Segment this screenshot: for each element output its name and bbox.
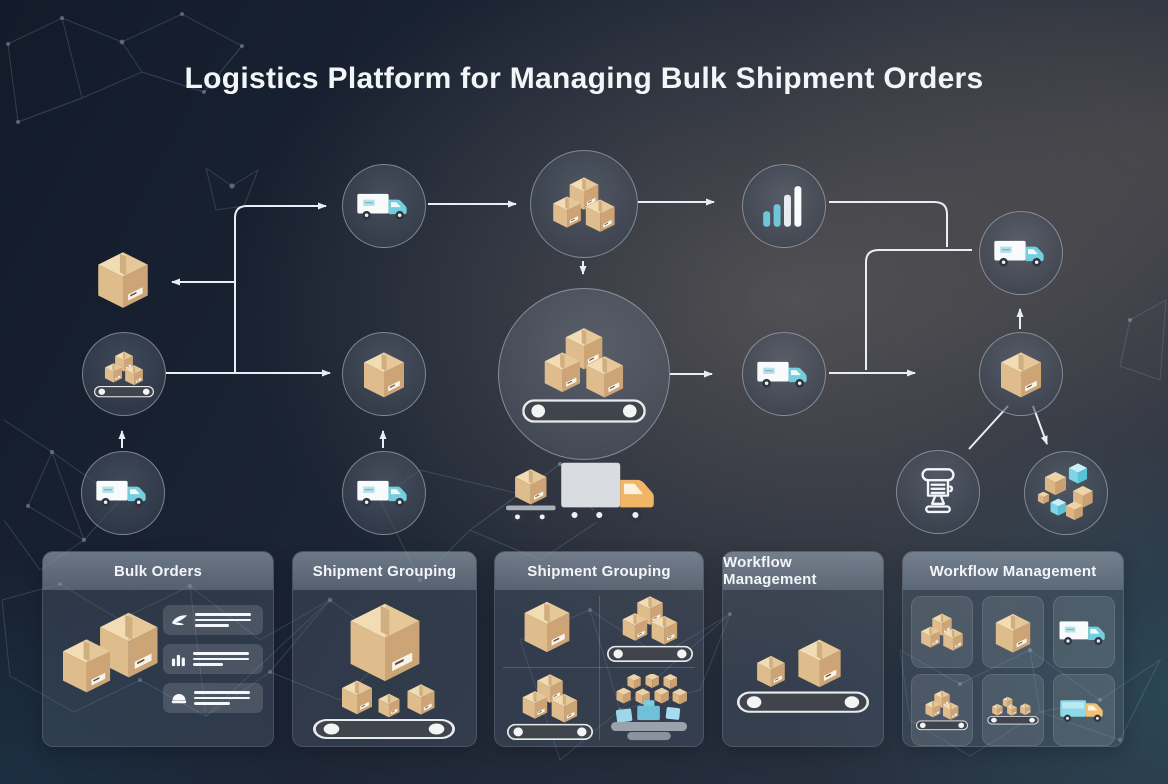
- dolly-truck-icon: [504, 457, 666, 535]
- node-delivery-truck-bottom-left: [81, 451, 165, 535]
- boxes-stack-icon: [547, 175, 621, 234]
- panel-bulk-orders: Bulk Orders: [42, 551, 274, 747]
- conveyor-boxes-icon: [94, 350, 154, 398]
- node-single-box-left: [90, 248, 156, 310]
- node-conveyor-boxes-left: [82, 332, 166, 416]
- text-lines: [195, 610, 255, 630]
- node-loading-dock-truck: [504, 456, 666, 536]
- node-single-box-mid: [342, 332, 426, 416]
- node-delivery-truck-mid-right: [742, 332, 826, 416]
- conveyor-boxes-icon: [309, 674, 459, 740]
- node-manifest-scroll: [896, 450, 980, 534]
- parcel-sorting-icon: [607, 674, 691, 741]
- node-delivery-truck-mid-bottom: [342, 451, 426, 535]
- tile-truck: [1053, 596, 1115, 668]
- dome-icon: [171, 691, 187, 705]
- truck-icon: [755, 356, 813, 392]
- box-icon: [517, 598, 577, 654]
- truck-icon: [355, 475, 413, 511]
- panel-title: Shipment Grouping: [495, 552, 703, 590]
- node-single-box-right: [979, 332, 1063, 416]
- quill-icon: [171, 613, 188, 627]
- text-lines: [193, 649, 255, 669]
- order-list-item: [163, 644, 263, 674]
- conveyor-parcels-icon: [986, 696, 1040, 725]
- boxes-stack-icon: [917, 612, 967, 652]
- conveyor-boxes-icon: [916, 689, 968, 731]
- panel-title: Workflow Management: [723, 552, 883, 590]
- order-list-item: [163, 605, 263, 635]
- panel-title: Bulk Orders: [43, 552, 273, 590]
- truck-icon: [1057, 616, 1111, 649]
- grid-divider: [599, 596, 600, 740]
- panel-workflow-management-2: Workflow Management: [902, 551, 1124, 747]
- panel-shipment-grouping-2: Shipment Grouping: [494, 551, 704, 747]
- box-icon: [357, 349, 411, 399]
- panel-workflow-management-1: Workflow Management: [722, 551, 884, 747]
- scroll-icon: [909, 463, 967, 521]
- panel-shipment-grouping-1: Shipment Grouping: [292, 551, 477, 747]
- truck-icon: [992, 235, 1050, 271]
- panel-title: Workflow Management: [903, 552, 1123, 590]
- boxes-pair-icon: [53, 608, 181, 716]
- tile-box-stack: [911, 596, 973, 668]
- node-scattered-cubes: [1024, 451, 1108, 535]
- node-analytics: [742, 164, 826, 248]
- truck-icon: [355, 188, 413, 224]
- page-title: Logistics Platform for Managing Bulk Shi…: [184, 62, 984, 95]
- box-icon: [990, 611, 1036, 654]
- grid-divider: [503, 667, 695, 668]
- box-icon: [90, 248, 156, 310]
- conveyor-boxes-icon: [507, 672, 593, 741]
- conveyor-boxes-icon: [735, 632, 871, 716]
- node-delivery-truck-top: [342, 164, 426, 248]
- node-sorting-center-hub: [498, 288, 670, 460]
- node-box-stack-top: [530, 150, 638, 258]
- cargo-truck-icon: [1058, 694, 1110, 726]
- box-icon: [994, 349, 1048, 399]
- cubes-icon: [1036, 462, 1096, 524]
- box-icon: [339, 598, 431, 684]
- node-delivery-truck-top-right: [979, 211, 1063, 295]
- order-list-item: [163, 683, 263, 713]
- tile-single-box: [982, 596, 1044, 668]
- tile-conveyor-parcels: [982, 674, 1044, 746]
- mini-bar-chart-icon: [171, 652, 186, 667]
- conveyor-boxes-icon: [607, 594, 693, 663]
- truck-icon: [94, 475, 152, 511]
- bar-chart-icon: [758, 180, 810, 232]
- tile-conveyor-boxes: [911, 674, 973, 746]
- text-lines: [194, 688, 255, 708]
- conveyor-boxes-icon: [522, 325, 646, 424]
- workflow-tile-grid: [911, 596, 1115, 746]
- tile-cargo-truck: [1053, 674, 1115, 746]
- panel-title: Shipment Grouping: [293, 552, 476, 590]
